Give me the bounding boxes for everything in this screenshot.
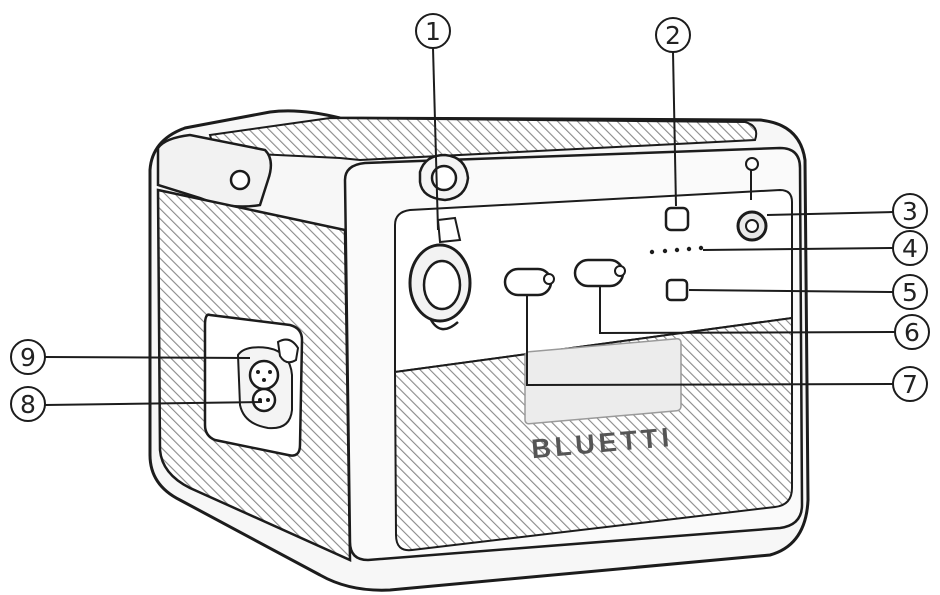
callout-number: 1 <box>425 17 441 46</box>
dc-round-port <box>736 157 768 242</box>
callout-number: 4 <box>902 234 918 263</box>
side-port-socket-icon <box>251 387 277 413</box>
callout-number: 7 <box>902 370 918 399</box>
side-port-socket-icon <box>248 359 280 391</box>
brand-logo-plate: BLUETTI <box>524 338 682 464</box>
callout-8: 8 <box>10 386 46 422</box>
ac-button <box>665 278 689 302</box>
pill-port-left <box>503 267 555 297</box>
side-port-cover-icon <box>276 338 300 364</box>
dc-input-port <box>408 153 472 331</box>
leader-line-6 <box>599 286 896 335</box>
leader-line-4 <box>702 247 894 251</box>
callout-number: 9 <box>20 343 36 372</box>
leader-lines <box>44 47 896 406</box>
callout-5: 5 <box>892 274 928 310</box>
callout-6: 6 <box>894 314 930 350</box>
callout-number: 6 <box>904 318 920 347</box>
callout-1: 1 <box>415 13 451 49</box>
leader-line-3 <box>766 211 894 216</box>
leader-line-7 <box>526 295 894 387</box>
callouts: 1 2 3 4 5 6 7 8 <box>10 13 930 422</box>
leader-line-8 <box>44 401 263 406</box>
callout-number: 3 <box>902 197 918 226</box>
leader-line-5 <box>688 289 894 293</box>
callout-4: 4 <box>892 230 928 266</box>
device-body <box>148 109 810 592</box>
leader-line-2 <box>672 51 677 207</box>
callout-number: 8 <box>20 390 36 419</box>
leader-line-1 <box>432 47 439 231</box>
callout-3: 3 <box>892 193 928 229</box>
pill-port-right <box>573 258 626 288</box>
top-handle-grip <box>208 116 758 162</box>
callout-number: 2 <box>665 21 681 50</box>
front-lower-grip <box>393 316 793 552</box>
leader-line-9 <box>44 356 251 359</box>
callout-7: 7 <box>892 366 928 402</box>
callout-number: 5 <box>902 278 918 307</box>
callout-9: 9 <box>10 339 46 375</box>
power-button <box>664 206 690 232</box>
callout-2: 2 <box>655 17 691 53</box>
battery-level-indicator <box>649 245 704 255</box>
handle-screw-icon <box>229 169 251 191</box>
